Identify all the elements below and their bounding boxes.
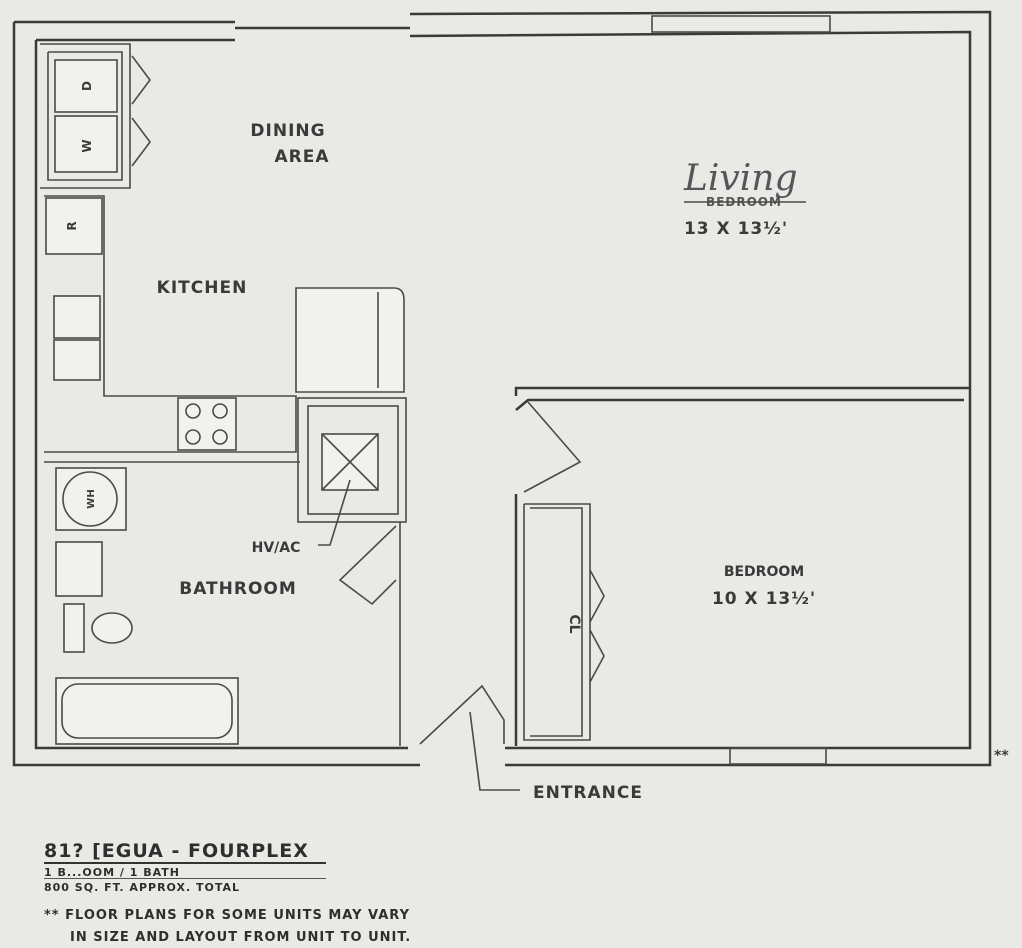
plan-title: 81? [EGUA - FOURPLEX: [44, 840, 309, 862]
hvac-closet: [297, 397, 407, 546]
bathtub-inner: [61, 683, 233, 739]
plan-area: 800 SQ. FT. APPROX. TOTAL: [44, 881, 241, 894]
dining-area-label-line2: AREA: [274, 147, 329, 167]
entrance-label: ENTRANCE: [533, 783, 643, 803]
disclaimer-line2: IN SIZE AND LAYOUT FROM UNIT TO UNIT.: [70, 930, 412, 945]
partition-walls: [419, 386, 970, 791]
water-heater: [62, 471, 118, 527]
kitchen-label: KITCHEN: [157, 278, 248, 298]
dining-area-label-line1: DINING: [250, 121, 325, 141]
bathroom: WH: [44, 461, 401, 746]
toilet-bowl: [91, 612, 133, 644]
bathtub-outer: [55, 677, 239, 745]
toilet-tank: [63, 603, 85, 653]
sink-basin-2: [53, 339, 101, 381]
dryer: [54, 59, 118, 113]
disclaimer-line1: ** FLOOR PLANS FOR SOME UNITS MAY VARY: [44, 908, 411, 923]
title-rule: [44, 862, 326, 864]
closet-label: CL: [566, 614, 582, 633]
subtitle-rule: [44, 878, 326, 879]
bedroom-dimensions: 10 X 13½': [712, 589, 816, 609]
living-handwritten-label: Living: [683, 158, 798, 199]
kitchen-counter: R: [44, 195, 405, 453]
water-heater-label: WH: [86, 489, 97, 508]
refrigerator: [45, 197, 103, 255]
window-top: [651, 15, 831, 33]
living-dimensions: 13 X 13½': [684, 219, 788, 239]
bedroom-label: BEDROOM: [724, 564, 804, 580]
refrigerator-label: R: [65, 221, 79, 230]
asterisk-mark: **: [994, 748, 1009, 764]
lavatory-sink: [55, 541, 103, 597]
kitchen-island: [295, 287, 405, 393]
outer-walls: [12, 10, 992, 767]
dryer-label: D: [80, 81, 94, 91]
plan-unit-type: 1 B...OOM / 1 BATH: [44, 866, 180, 879]
washer-label: W: [80, 139, 94, 152]
hvac-label: HV/AC: [252, 540, 301, 556]
washer: [54, 115, 118, 173]
stove: [177, 397, 237, 451]
laundry-closet: D W: [40, 43, 151, 189]
sink-basin-1: [53, 295, 101, 339]
bathroom-label: BATHROOM: [179, 579, 297, 599]
window-bottom: [729, 747, 827, 765]
